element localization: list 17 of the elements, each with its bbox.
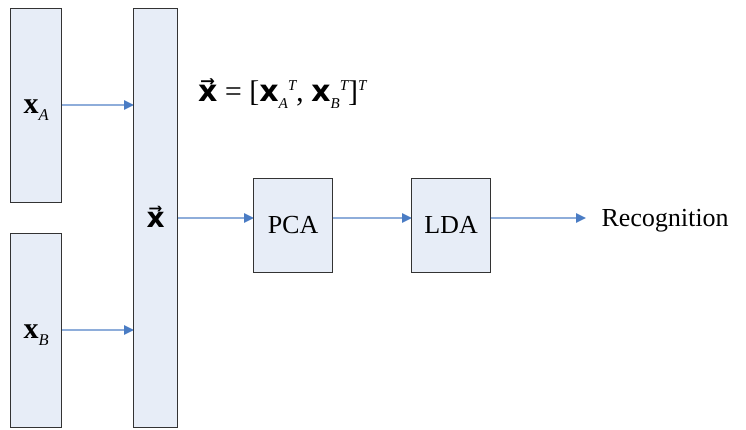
process-box bbox=[253, 178, 333, 273]
formula-label: x⃗ = [x$_{A}$$^{T}$, x$_{B}$$^{T}$]$^{T}$ bbox=[198, 74, 366, 113]
arrow bbox=[62, 100, 134, 110]
box-label: x⃗ bbox=[146, 202, 165, 234]
box-label: Recognition bbox=[601, 204, 729, 232]
box-label: LDA bbox=[424, 211, 478, 240]
arrow bbox=[491, 213, 586, 223]
box-label: x$_{A}$ bbox=[23, 86, 49, 124]
box-label: x$_{B}$ bbox=[23, 312, 49, 350]
arrow bbox=[62, 325, 134, 335]
process-box bbox=[411, 178, 491, 273]
process-box bbox=[10, 233, 62, 428]
process-box bbox=[10, 8, 62, 203]
box-label: PCA bbox=[268, 211, 318, 240]
arrow bbox=[333, 213, 412, 223]
process-box bbox=[133, 8, 178, 428]
arrow bbox=[178, 213, 254, 223]
